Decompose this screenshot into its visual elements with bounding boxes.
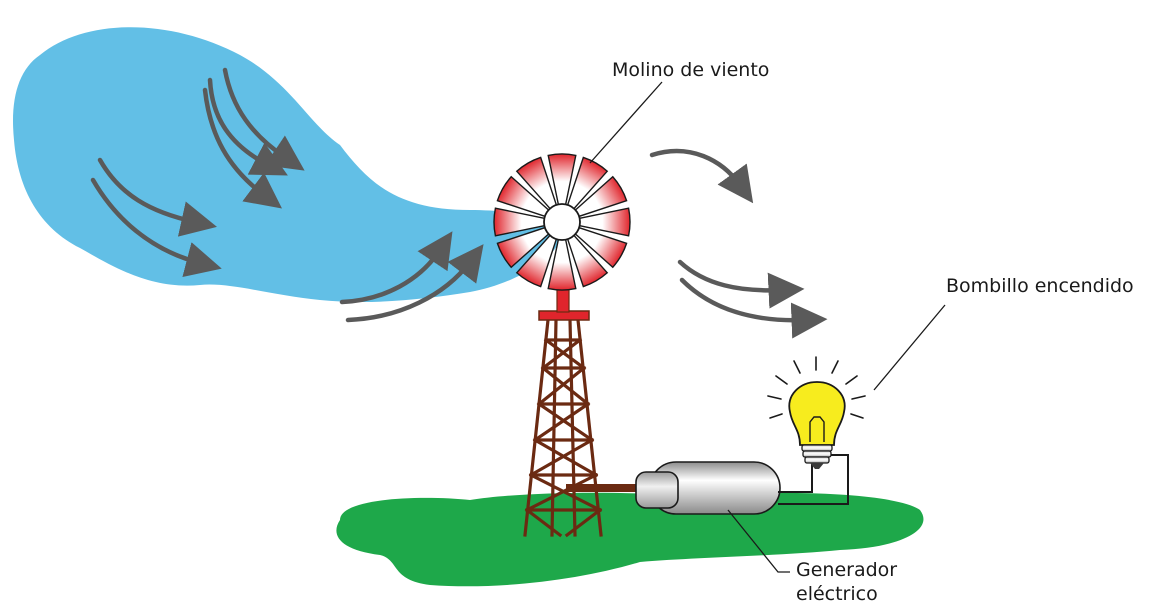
windmill-blade bbox=[566, 234, 609, 288]
wind-arrows-right bbox=[649, 148, 828, 339]
generator-icon bbox=[635, 461, 781, 515]
windmill-label: Molino de viento bbox=[612, 59, 769, 81]
wind-arrow-icon bbox=[339, 231, 453, 305]
bulb-label: Bombillo encendido bbox=[946, 275, 1134, 297]
windmill-blade bbox=[496, 175, 550, 218]
light-rays bbox=[767, 356, 866, 419]
windmill-blade bbox=[578, 207, 631, 237]
ground bbox=[336, 492, 924, 587]
wind-arrow-icon bbox=[345, 244, 484, 323]
windmill-blade bbox=[566, 156, 609, 210]
wind-arrow-icon bbox=[207, 77, 288, 176]
wind-arrow-icon bbox=[677, 259, 805, 309]
windmill-icon bbox=[493, 153, 631, 291]
drive-shaft bbox=[566, 484, 644, 492]
generator-leader-line bbox=[727, 509, 790, 573]
windmill-blade bbox=[515, 156, 558, 210]
wires bbox=[778, 454, 849, 505]
wind-cloud bbox=[13, 27, 561, 303]
wind-arrow-icon bbox=[97, 157, 217, 237]
windmill-blade bbox=[493, 207, 546, 237]
windmill-blade bbox=[547, 153, 577, 206]
generator-label-line1: Generador bbox=[796, 559, 897, 581]
windmill-blade bbox=[515, 234, 558, 288]
generator-label-line2: eléctrico bbox=[796, 583, 878, 605]
wind-arrow-icon bbox=[90, 177, 222, 278]
light-bulb-icon bbox=[767, 356, 866, 469]
wind-arrow-icon bbox=[202, 87, 282, 209]
windmill-blade bbox=[496, 226, 550, 269]
windmill-blade bbox=[547, 238, 577, 291]
windmill-blade bbox=[574, 175, 628, 218]
wind-arrow-icon bbox=[649, 148, 754, 204]
windmill-leader-line bbox=[589, 81, 663, 164]
windmill-tower bbox=[523, 287, 603, 538]
wind-arrows-left bbox=[90, 67, 484, 323]
bulb-leader-line bbox=[873, 304, 946, 391]
windmill-blade bbox=[574, 226, 628, 269]
wind-arrow-icon bbox=[679, 277, 828, 339]
windmill-hub bbox=[543, 203, 581, 241]
wind-arrow-icon bbox=[222, 67, 305, 171]
